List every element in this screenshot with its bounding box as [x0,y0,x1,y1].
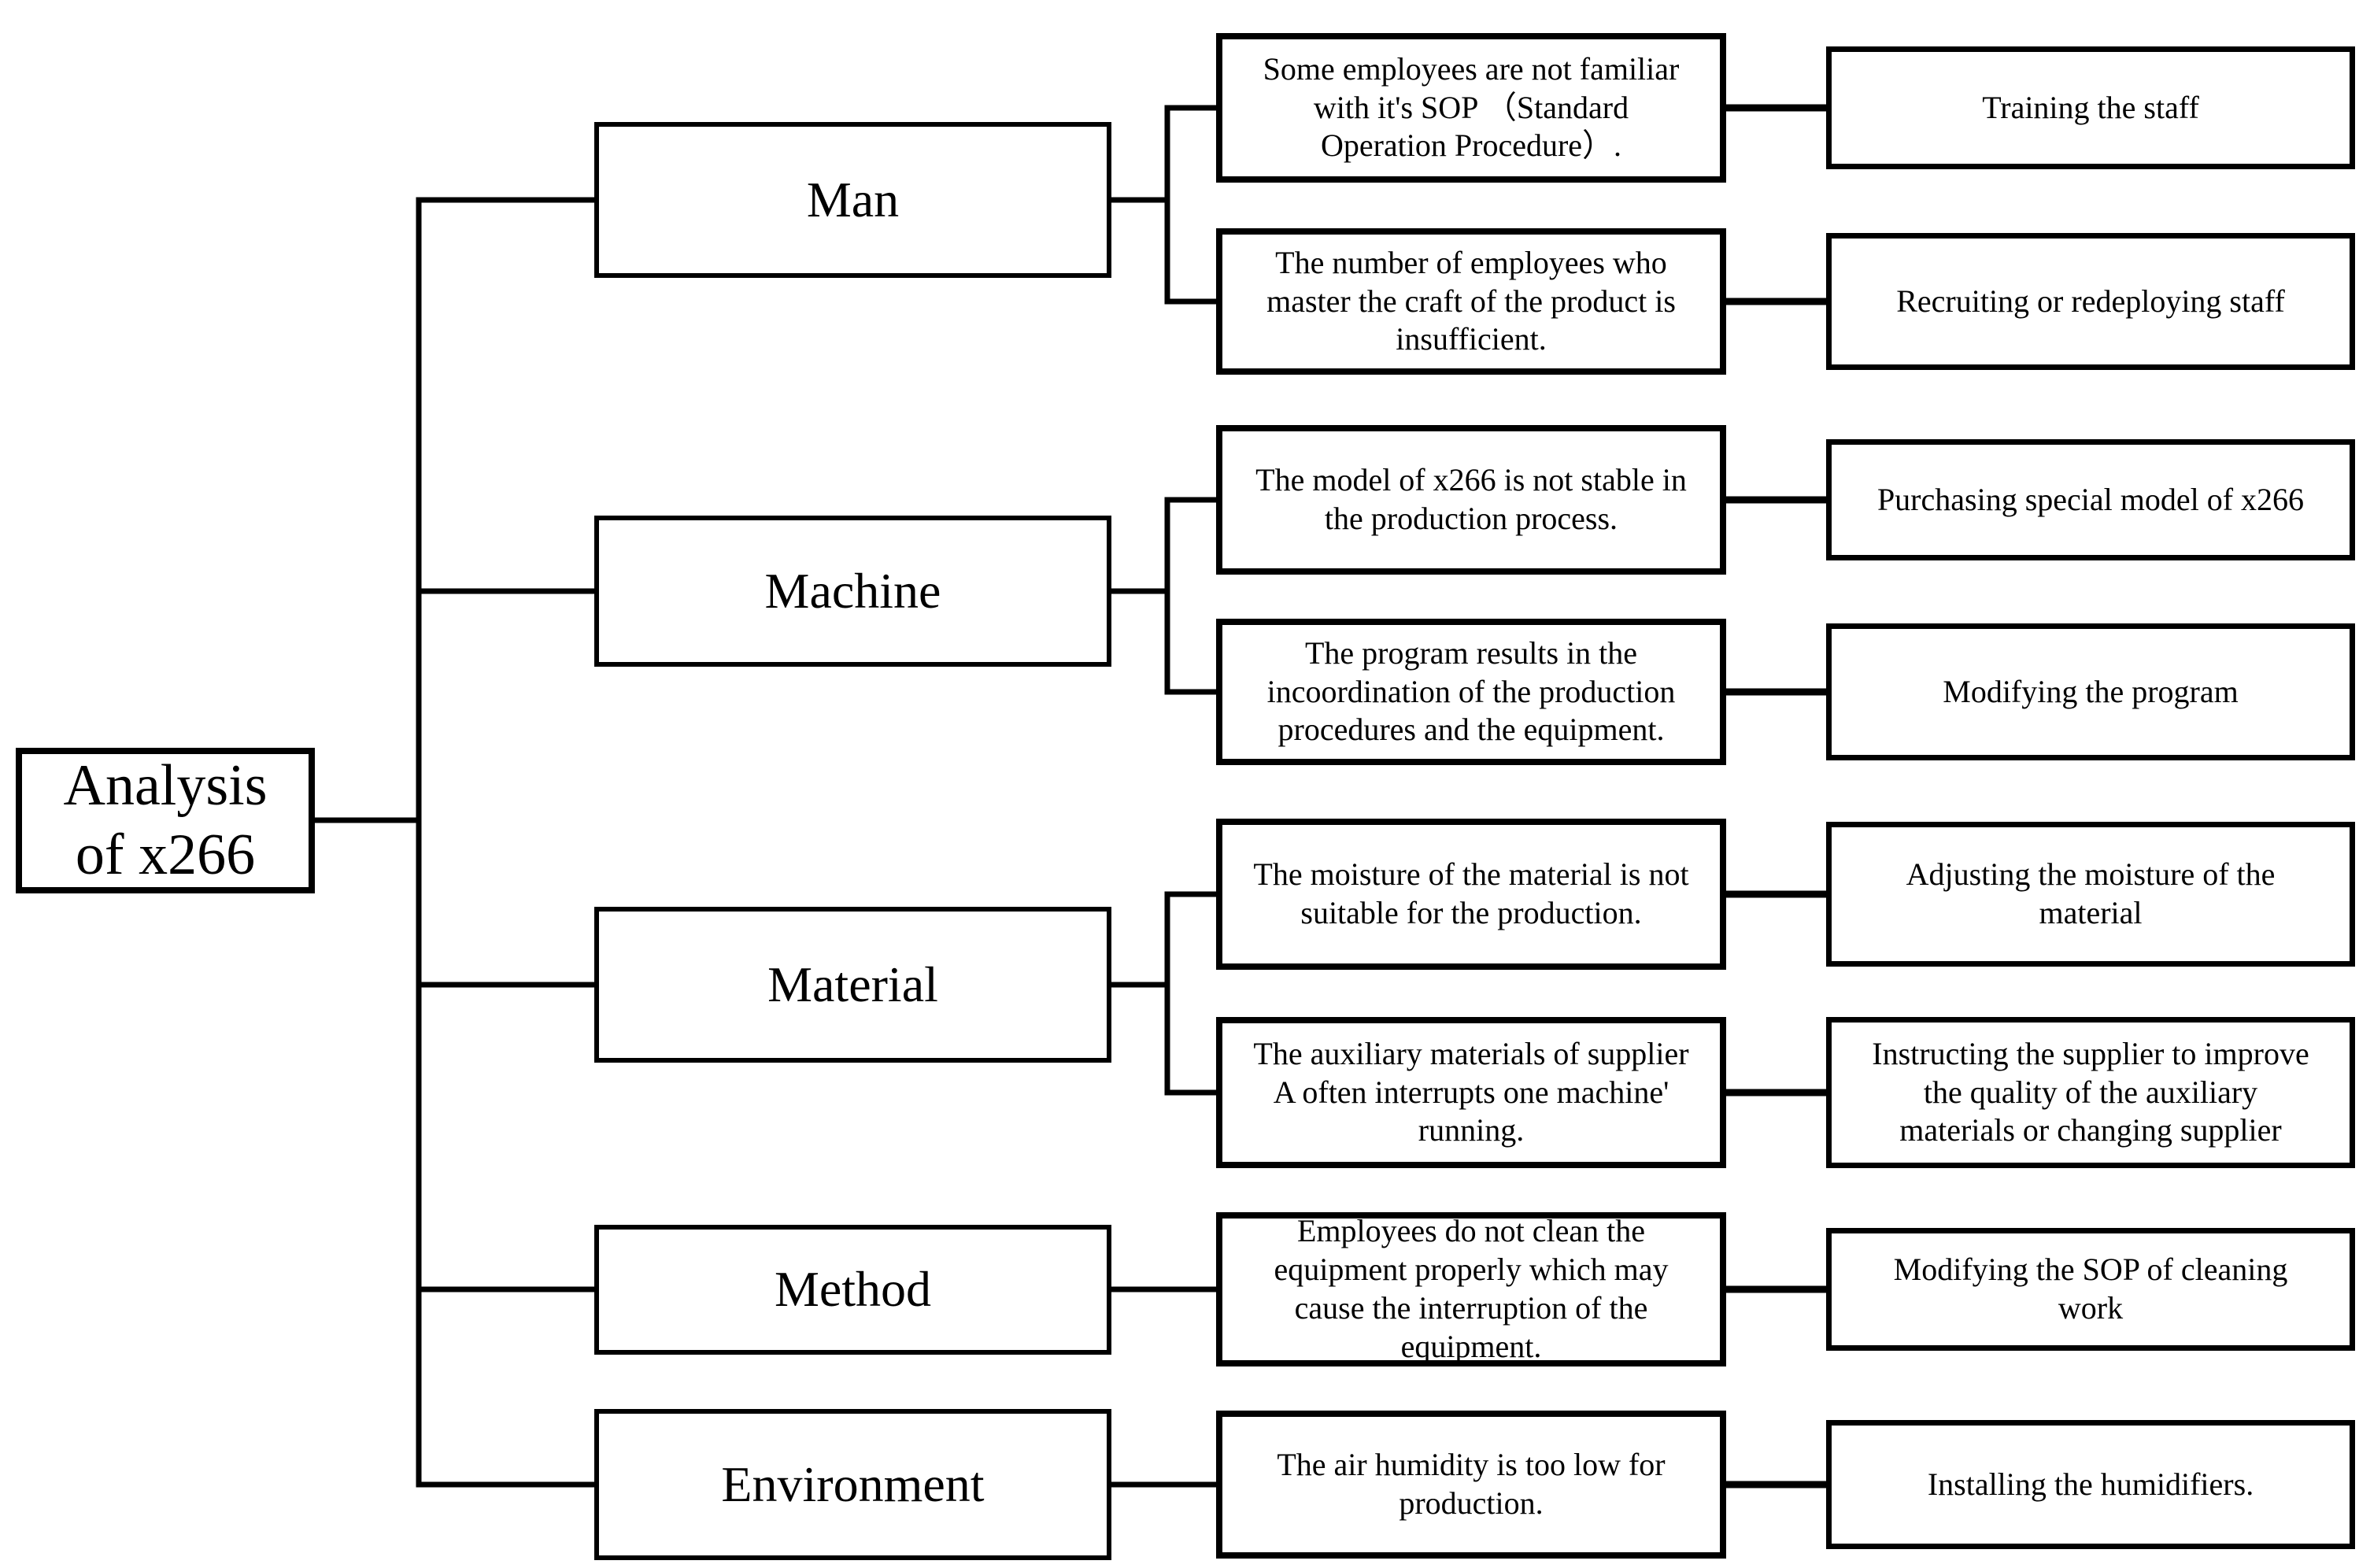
category-node-method: Method [594,1225,1111,1355]
cause-node: The program results in the incoordinatio… [1216,619,1726,765]
cause-node: The moisture of the material is not suit… [1216,819,1726,970]
root-node: Analysis of x266 [16,748,315,893]
solution-node: Installing the humidifiers. [1826,1420,2355,1549]
cause-node: Some employees are not familiar with it'… [1216,33,1726,183]
solution-node: Modifying the SOP of cleaning work [1826,1228,2355,1351]
solution-node: Training the staff [1826,46,2355,169]
cause-node: The number of employees who master the c… [1216,228,1726,375]
solution-node: Modifying the program [1826,623,2355,760]
cause-node: The model of x266 is not stable in the p… [1216,425,1726,575]
category-node-machine: Machine [594,516,1111,667]
solution-node: Adjusting the moisture of the material [1826,822,2355,967]
category-node-man: Man [594,122,1111,278]
solution-node: Recruiting or redeploying staff [1826,233,2355,370]
cause-node: Employees do not clean the equipment pro… [1216,1212,1726,1366]
cause-node: The auxiliary materials of supplier A of… [1216,1017,1726,1168]
category-node-material: Material [594,907,1111,1063]
cause-node: The air humidity is too low for producti… [1216,1411,1726,1559]
category-node-environment: Environment [594,1409,1111,1560]
solution-node: Purchasing special model of x266 [1826,439,2355,560]
solution-node: Instructing the supplier to improve the … [1826,1017,2355,1168]
